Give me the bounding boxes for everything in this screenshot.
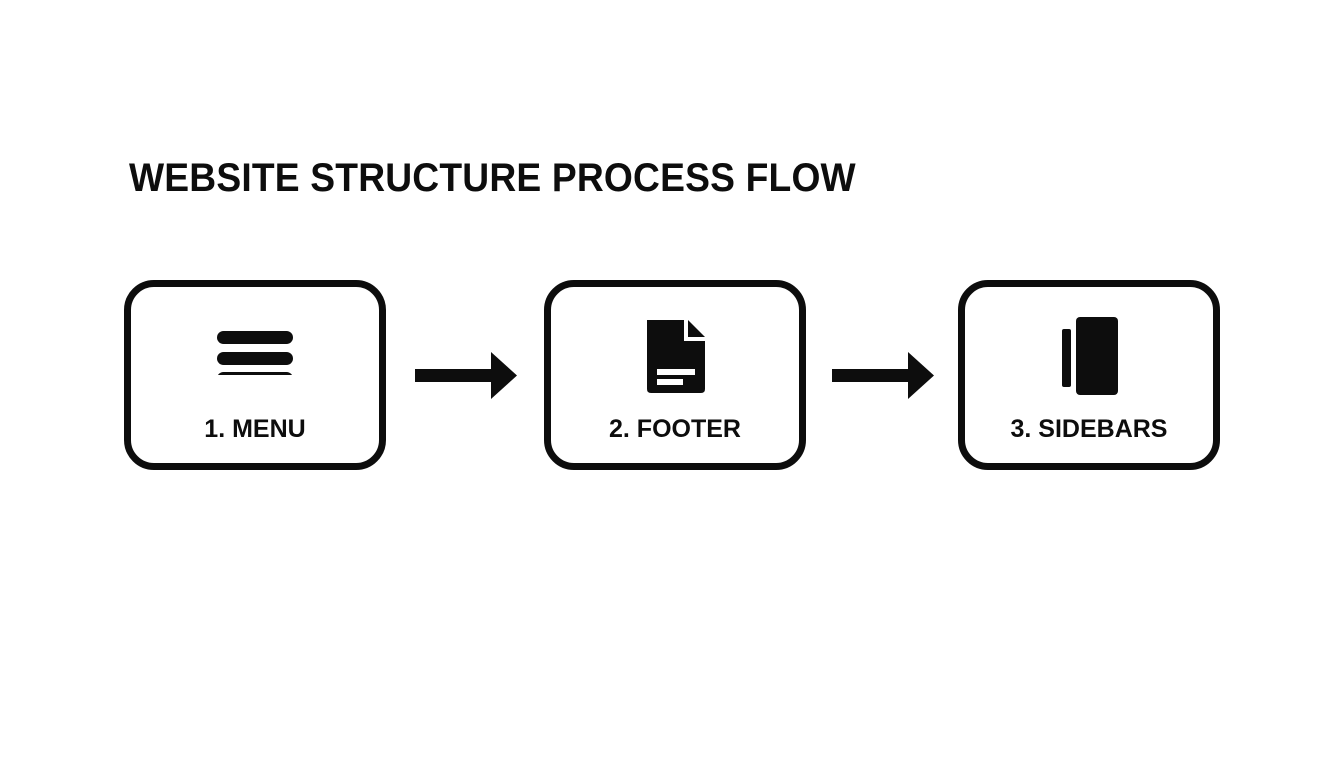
step-label: 2. FOOTER [609,415,741,443]
step-menu: 1. MENU [124,280,386,470]
arrow-right-icon [415,352,517,399]
hamburger-menu-icon [217,331,293,375]
document-footer-icon [647,320,705,393]
step-footer: 2. FOOTER [544,280,806,470]
arrow-right-icon [832,352,934,399]
step-label: 1. MENU [204,415,306,443]
sidebar-panel-icon [1062,317,1118,395]
step-sidebars: 3. SIDEBARS [958,280,1220,470]
step-label: 3. SIDEBARS [1010,415,1168,443]
diagram-title: WEBSITE STRUCTURE PROCESS FLOW [129,156,856,200]
